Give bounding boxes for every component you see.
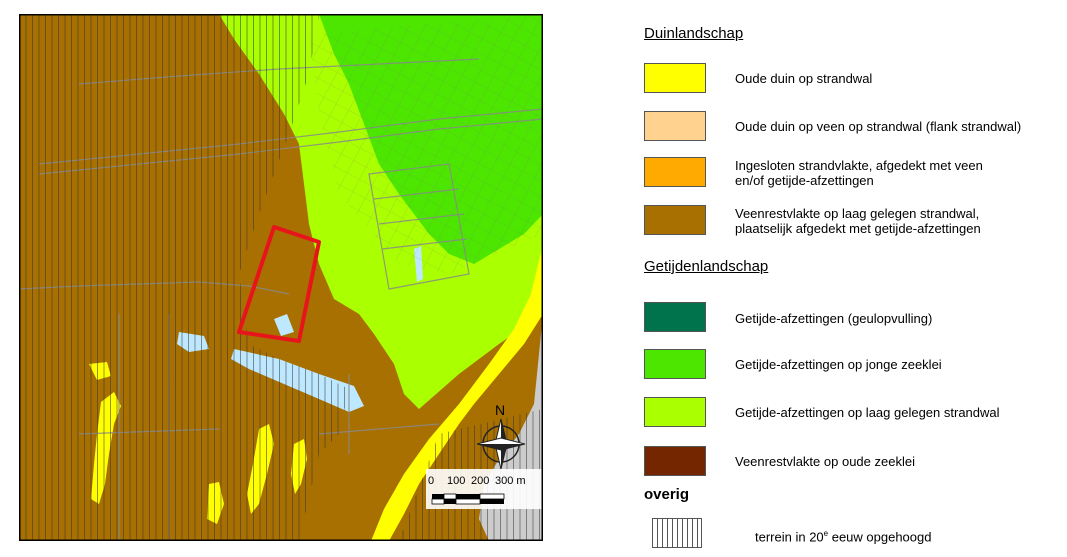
swatch-oude-duin-veen (644, 111, 706, 141)
scale-label-100: 100 (447, 475, 465, 487)
swatch-getijde-strandwal (644, 397, 706, 427)
legend-label-ingesloten-line1: Ingesloten strandvlakte, afgedekt met ve… (735, 158, 983, 173)
scale-label-300: 300 m (495, 475, 526, 487)
map[interactable]: N 0 100 200 300 m (19, 14, 543, 541)
legend-heading-overig: overig (644, 486, 690, 503)
scale-label-0: 0 (428, 475, 434, 487)
north-arrow-icon: N (476, 402, 526, 470)
legend-label-veenrestvlakte-strandwal: Veenrestvlakte op laag gelegen strandwal… (735, 206, 1067, 236)
legend-label-opgehoogd-pre: terrein in 20 (755, 529, 824, 545)
water-pond-2 (274, 314, 294, 336)
raised-terrain-hatch (19, 14, 349, 541)
legend-label-getijde-strandwal: Getijde-afzettingen op laag gelegen stra… (735, 405, 1000, 420)
swatch-ingesloten-strandvlakte (644, 157, 706, 187)
swatch-geulopvulling (644, 302, 706, 332)
legend-label-opgehoogd-sup: e (823, 529, 829, 538)
legend-label-ingesloten-line2: en/of getijde-afzettingen (735, 173, 874, 188)
legend-label-opgehoogd: terrein in 20e eeuw opgehoogd (755, 526, 1067, 544)
legend-label-oude-duin-veen: Oude duin op veen op strandwal (flank st… (735, 119, 1022, 134)
oude-duin-band-east (371, 244, 543, 541)
scale-bar: 0 100 200 300 m (426, 469, 543, 509)
swatch-veenrestvlakte-strandwal (644, 205, 706, 235)
north-label: N (495, 402, 505, 418)
swatch-jonge-zeeklei (644, 349, 706, 379)
legend-label-veenrest-line1: Veenrestvlakte op laag gelegen strandwal… (735, 206, 980, 221)
legend-label-oude-duin: Oude duin op strandwal (735, 71, 873, 86)
swatch-oude-duin (644, 63, 706, 93)
legend-heading-duinlandschap: Duinlandschap (644, 25, 744, 42)
legend-label-ingesloten-strandvlakte: Ingesloten strandvlakte, afgedekt met ve… (735, 158, 1067, 188)
swatch-veenrest-oude-zeeklei (644, 446, 706, 476)
swatch-opgehoogd (652, 518, 702, 548)
legend-label-jonge-zeeklei: Getijde-afzettingen op jonge zeeklei (735, 357, 942, 372)
scale-label-200: 200 (471, 475, 489, 487)
legend-heading-getijdenlandschap: Getijdenlandschap (644, 258, 769, 275)
legend-label-veenrest-line2: plaatselijk afgedekt met getijde-afzetti… (735, 221, 981, 236)
urban-grid (309, 14, 543, 274)
legend-label-opgehoogd-post: eeuw opgehoogd (828, 529, 932, 545)
study-area-outline[interactable] (237, 225, 321, 343)
legend-label-geulopvulling: Getijde-afzettingen (geulopvulling) (735, 311, 933, 326)
legend-label-veenrest-oude-zeeklei: Veenrestvlakte op oude zeeklei (735, 454, 915, 469)
